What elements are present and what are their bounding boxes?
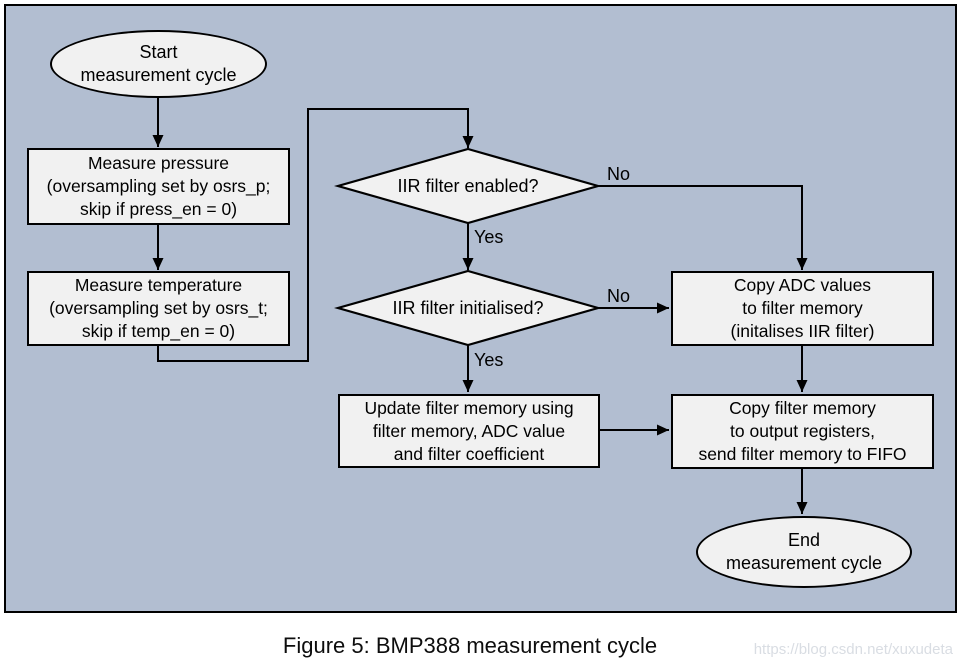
figure-caption: Figure 5: BMP388 measurement cycle: [282, 633, 658, 658]
edge-temperature-to-enabled-decision: [157, 108, 474, 362]
decision-iir-filter-enabled-shape: [333, 147, 603, 225]
decision-iir-filter-enabled-label: IIR filter enabled?: [397, 175, 539, 196]
edge-label-initialised-yes: Yes: [474, 350, 504, 370]
node-end-terminator: End measurement cycle: [696, 516, 912, 588]
edge-label-enabled-no: No: [607, 164, 631, 184]
node-copy-filter-memory: Copy filter memory to output registers, …: [671, 394, 934, 469]
edge-label-initialised-no: No: [607, 286, 631, 306]
node-update-filter-memory: Update filter memory using filter memory…: [338, 394, 600, 468]
node-measure-pressure: Measure pressure (oversampling set by os…: [27, 148, 290, 225]
node-measure-temperature: Measure temperature (oversampling set by…: [27, 271, 290, 346]
edge-enabled-no-to-copy-adc: [598, 185, 808, 270]
decision-iir-filter-initialised-shape: [333, 269, 603, 347]
edge-label-enabled-yes: Yes: [474, 227, 504, 247]
decision-iir-filter-initialised-label: IIR filter initialised?: [392, 297, 544, 318]
watermark: https://blog.csdn.net/xuxudeta: [753, 641, 953, 658]
node-copy-adc-values: Copy ADC values to filter memory (inital…: [671, 271, 934, 346]
node-start-terminator: Start measurement cycle: [50, 30, 267, 98]
